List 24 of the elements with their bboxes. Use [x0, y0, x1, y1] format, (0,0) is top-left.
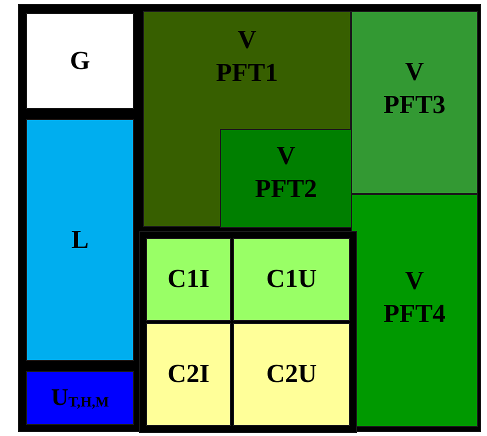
region-box [26, 13, 134, 109]
region-label: V PFT2 [254, 140, 318, 204]
region-label: C2I [168, 358, 210, 390]
region-label: C1I [168, 263, 210, 296]
region-label: V PFT3 [383, 56, 446, 120]
region-box [146, 238, 231, 321]
region-label: V PFT1 [216, 24, 278, 88]
region-label: V PFT4 [383, 265, 446, 330]
region-box [26, 119, 134, 361]
region-box [351, 194, 478, 427]
region-box [233, 323, 350, 426]
region-label: G [70, 44, 90, 77]
region-label: L [71, 224, 89, 256]
region-label: C1U [266, 263, 317, 296]
group-box [139, 231, 357, 433]
region-label: U$_{T,H,M}$ [51, 384, 109, 413]
region-box [143, 11, 351, 227]
frame-box [18, 4, 481, 432]
region-box [26, 371, 134, 425]
region-label: C2U [266, 358, 317, 390]
region-box [351, 11, 478, 194]
region-box [220, 129, 352, 228]
region-box [233, 238, 350, 321]
region-box [146, 323, 231, 426]
